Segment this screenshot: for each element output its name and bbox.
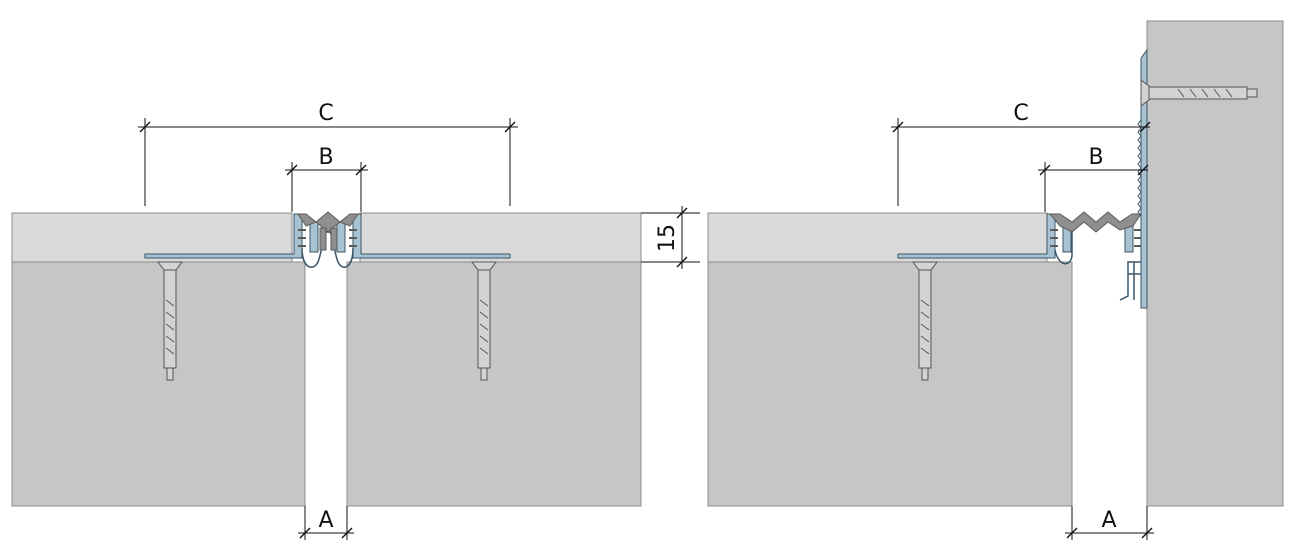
left-dimension-b: B: [285, 145, 368, 212]
right-dimension-a: A: [1065, 506, 1154, 540]
rubber-insert: [297, 211, 359, 233]
right-dimension-c: C: [891, 101, 1151, 206]
thickness-label: 15: [655, 224, 680, 252]
wall-joint-profile: [897, 48, 1148, 309]
joint-profile: [144, 211, 511, 268]
left-dimension-c: C: [138, 101, 518, 206]
anchor-right: [471, 261, 497, 381]
profile-channel-left: [309, 221, 319, 253]
left-dimension-c-label: C: [318, 101, 333, 126]
wall-plate-serration: [1137, 119, 1142, 217]
anchor-left: [157, 261, 183, 381]
left-dimension-a-label: A: [318, 508, 333, 533]
wall-insert-ribs-left: [1050, 229, 1058, 247]
insert-leg-right: [330, 227, 338, 251]
right-dimension-b-label: B: [1088, 145, 1103, 170]
profile-right-wing: [352, 213, 511, 259]
right-dimension-a-label: A: [1101, 508, 1116, 533]
right-dimension-b: B: [1038, 145, 1149, 212]
wall-profile-loop: [1054, 226, 1073, 265]
wall-plate-hooks: [1119, 261, 1141, 301]
left-detail: C B A: [11, 101, 642, 540]
wall-profile-floor-wing: [897, 213, 1056, 259]
anchor-wall: [1140, 79, 1258, 107]
wall-concrete: [1146, 20, 1284, 507]
left-dimension-b-label: B: [318, 145, 333, 170]
wall-plate: [1140, 48, 1148, 309]
profile-left-wing: [144, 213, 303, 259]
insert-ribs-left: [298, 229, 306, 247]
floor-concrete-slab: [707, 261, 1073, 507]
right-detail: C B A: [707, 20, 1284, 540]
insert-ribs-right: [349, 229, 357, 247]
right-dimension-c-label: C: [1013, 101, 1028, 126]
left-dimension-a: A: [298, 506, 354, 540]
left-concrete-slab: [11, 261, 306, 507]
profile-channel-right: [336, 221, 346, 253]
insert-leg-left: [319, 227, 327, 251]
right-concrete-slab: [346, 261, 642, 507]
anchor-floor: [912, 261, 938, 381]
thickness-dimension: 15: [641, 206, 700, 269]
